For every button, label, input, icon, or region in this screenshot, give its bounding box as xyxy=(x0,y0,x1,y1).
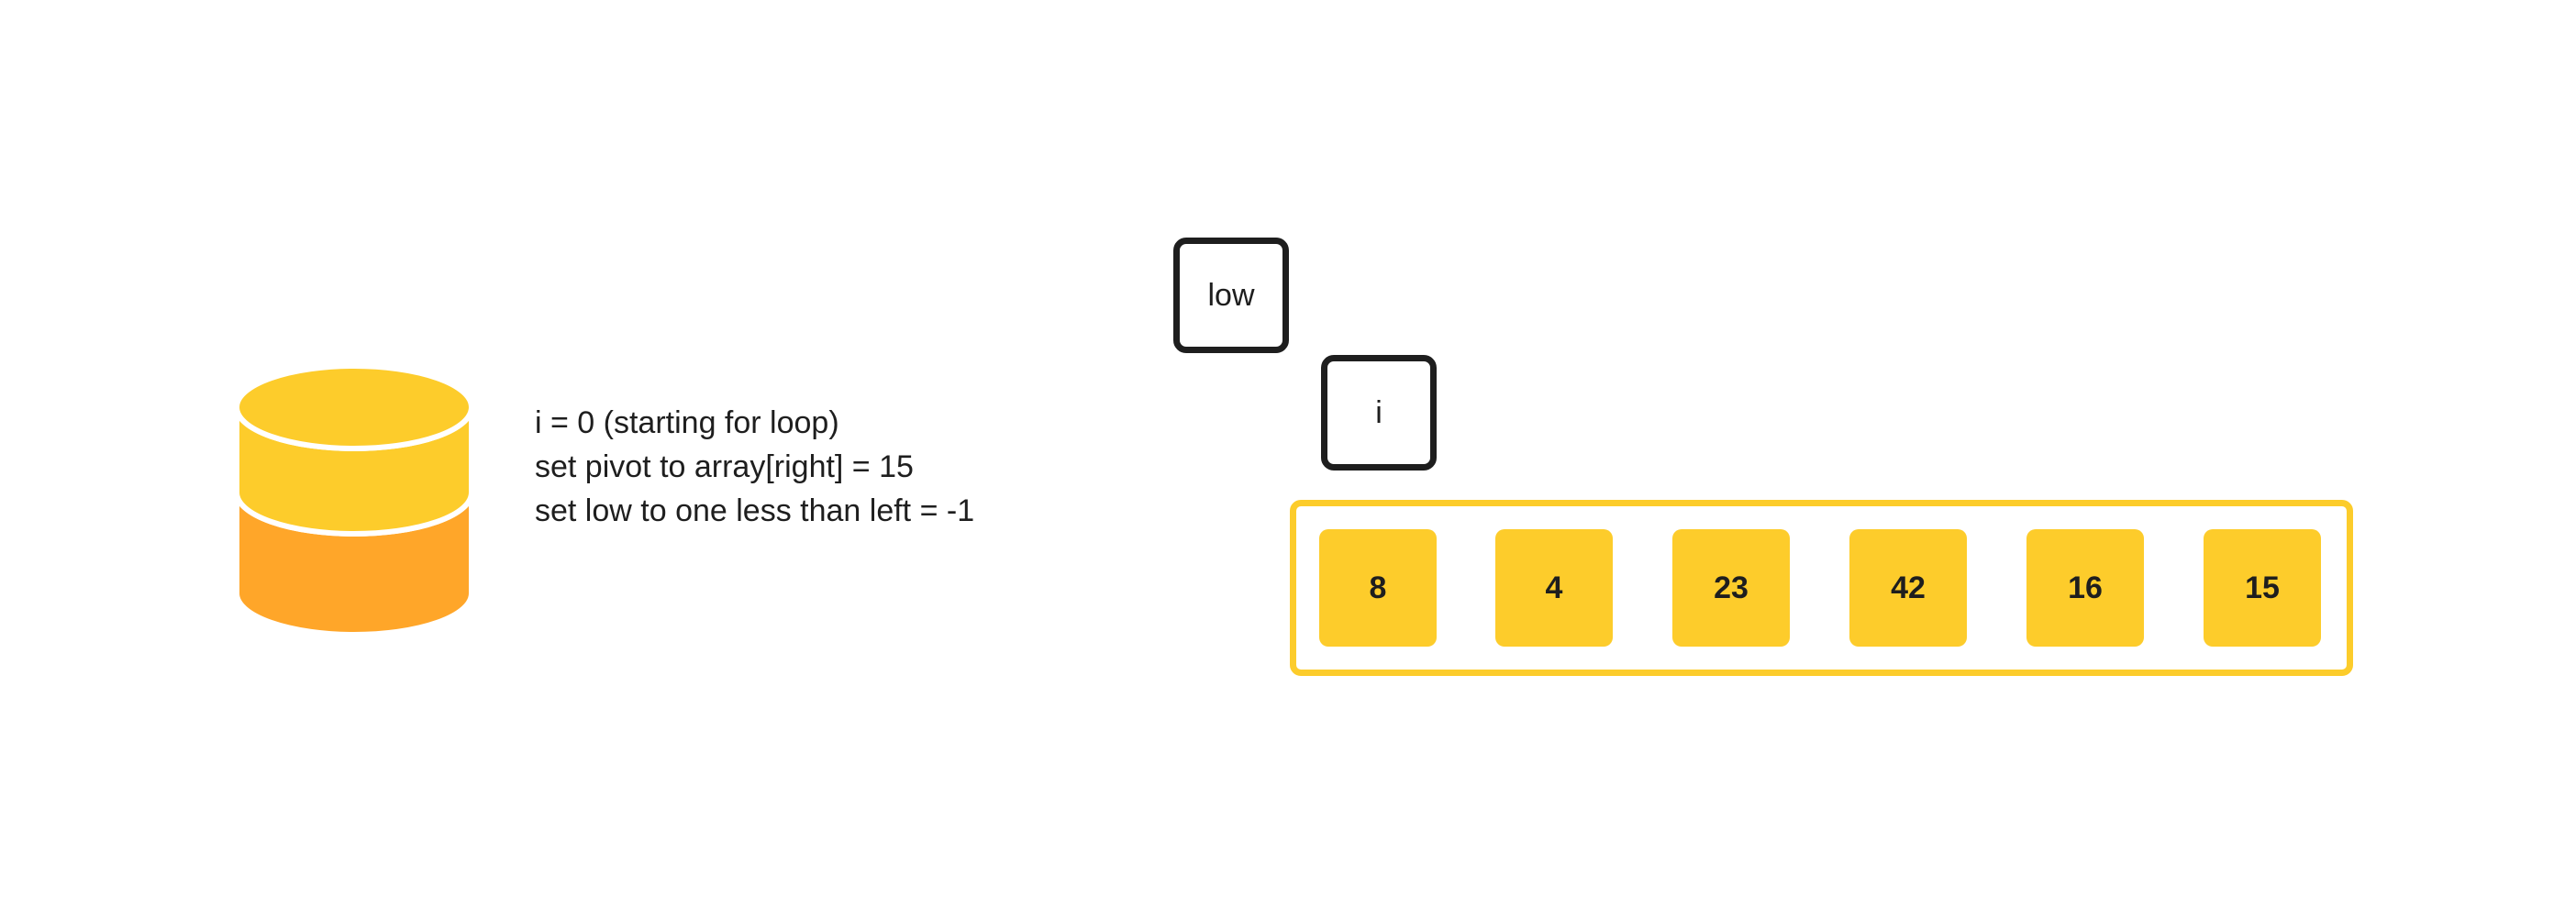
step-notes: i = 0 (starting for loop) set pivot to a… xyxy=(535,401,974,533)
array-cell-value: 23 xyxy=(1714,570,1749,605)
array-cell: 15 xyxy=(2204,529,2321,647)
note-line-3: set low to one less than left = -1 xyxy=(535,493,975,528)
array-cell: 42 xyxy=(1849,529,1967,647)
array-cell: 23 xyxy=(1672,529,1790,647)
database-icon xyxy=(234,363,474,637)
array-cell-value: 42 xyxy=(1891,570,1926,605)
note-line-1: i = 0 (starting for loop) xyxy=(535,405,839,440)
pointer-low-label: low xyxy=(1207,277,1255,313)
array-cell: 16 xyxy=(2026,529,2144,647)
array-cell: 8 xyxy=(1319,529,1437,647)
array-cell-value: 15 xyxy=(2245,570,2280,605)
array-cell: 4 xyxy=(1495,529,1613,647)
pointer-i-label: i xyxy=(1375,394,1382,430)
pointer-i: i xyxy=(1321,355,1437,471)
array-cell-value: 16 xyxy=(2068,570,2103,605)
array-frame xyxy=(1290,500,2353,676)
note-line-2: set pivot to array[right] = 15 xyxy=(535,449,914,484)
pointer-low: low xyxy=(1173,238,1289,353)
array-cell-value: 4 xyxy=(1545,570,1563,605)
array-cell-value: 8 xyxy=(1369,570,1387,605)
